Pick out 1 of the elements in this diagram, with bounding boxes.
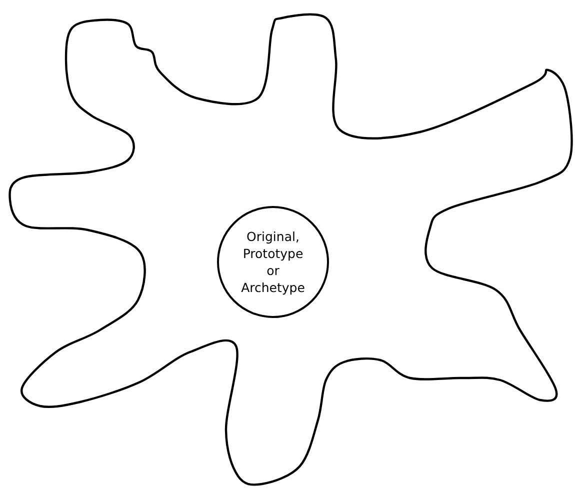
circle-label: Original, Prototype or Archetype: [240, 228, 306, 296]
